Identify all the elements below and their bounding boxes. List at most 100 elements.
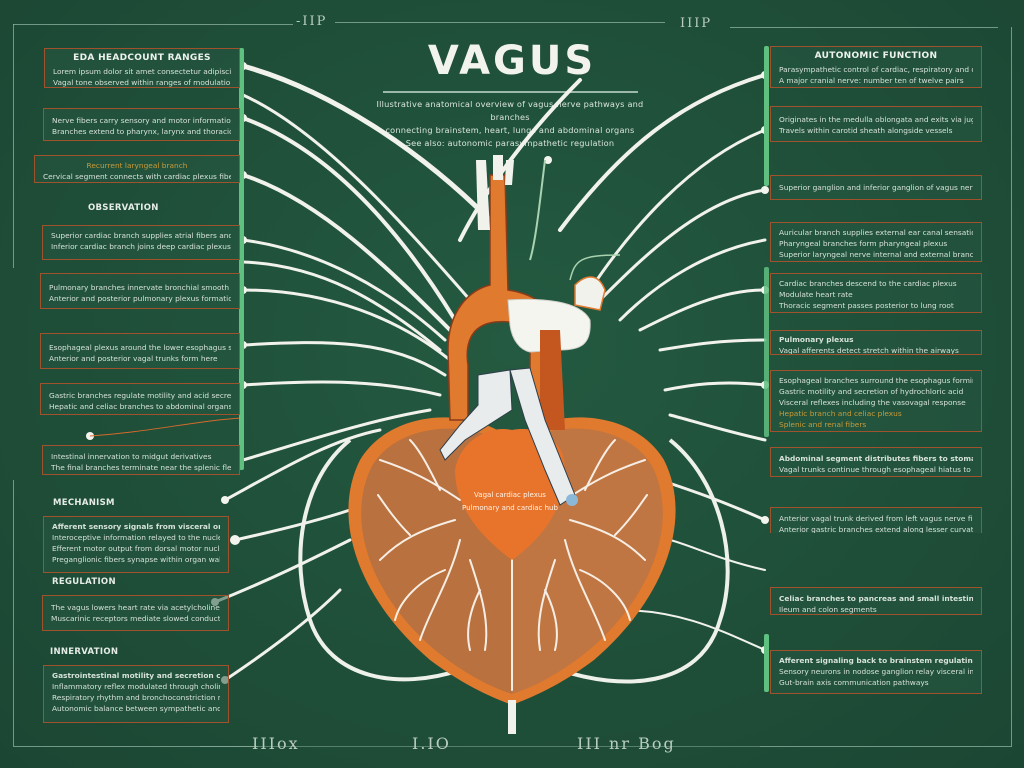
card-line: Muscarinic receptors mediate slowed cond… <box>51 614 220 623</box>
card-line: Originates in the medulla oblongata and … <box>779 115 973 124</box>
card-line: Lorem ipsum dolor sit amet consectetur a… <box>53 67 231 76</box>
right-card-9: Anterior vagal trunk derived from left v… <box>770 507 982 533</box>
footer-mark-right: III nr Bog <box>577 734 676 753</box>
left-card-6: Esophageal plexus around the lower esoph… <box>40 333 240 369</box>
right-connector-rail-2 <box>764 267 769 437</box>
footer-rule <box>200 746 760 747</box>
heart-core <box>455 429 565 560</box>
card-line: Vagal trunks continue through esophageal… <box>779 465 973 474</box>
card-line: Afferent signaling back to brainstem reg… <box>779 656 973 665</box>
bronchial-tree <box>377 439 648 691</box>
card-line: Pulmonary branches innervate bronchial s… <box>49 283 231 292</box>
card-line: Auricular branch supplies external ear c… <box>779 228 973 237</box>
right-card-7: Esophageal branches surround the esophag… <box>770 370 982 432</box>
nerve-fibers-left <box>213 63 493 682</box>
card-line: Visceral reflexes including the vasovaga… <box>779 398 966 407</box>
card-line: Anterior and posterior pulmonary plexus … <box>49 294 231 303</box>
organ-center-label: Vagal cardiac plexus Pulmonary and cardi… <box>460 489 560 515</box>
frame-right <box>1011 27 1012 747</box>
right-card-1: AUTONOMIC FUNCTION Parasympathetic contr… <box>770 46 982 88</box>
card-line: Vagal afferents detect stretch within th… <box>779 346 959 355</box>
right-connector-rail <box>764 46 769 186</box>
subtitle-line: Illustrative anatomical overview of vagu… <box>376 99 644 122</box>
card-line: Inflammatory reflex modulated through ch… <box>52 682 220 691</box>
card-line: Pulmonary plexus <box>779 335 854 344</box>
frame-top-left <box>13 24 293 25</box>
right-card-5: Cardiac branches descend to the cardiac … <box>770 273 982 313</box>
left-lower-card-1: Afferent sensory signals from visceral o… <box>43 516 229 573</box>
frame-top-mid <box>335 22 665 23</box>
card-line: Gut-brain axis communication pathways <box>779 678 929 687</box>
card-line: Anterior gastric branches extend along l… <box>779 525 973 533</box>
card-line: Interoceptive information relayed to the… <box>52 533 220 542</box>
card-line: Sensory neurons in nodose ganglion relay… <box>779 667 973 676</box>
card-line: Ileum and colon segments <box>779 605 877 614</box>
card-heading: AUTONOMIC FUNCTION <box>814 51 938 61</box>
frame-bottom-left <box>13 746 258 747</box>
left-card-2: Nerve fibers carry sensory and motor inf… <box>43 108 240 141</box>
card-line: Anterior vagal trunk derived from left v… <box>779 514 973 523</box>
card-line: Celiac branches to pancreas and small in… <box>779 594 973 603</box>
card-line: Thoracic segment passes posterior to lun… <box>779 301 954 310</box>
left-card-3: Recurrent laryngeal branch Cervical segm… <box>34 155 240 183</box>
card-line: Efferent motor output from dorsal motor … <box>52 544 220 553</box>
card-line: Superior cardiac branch supplies atrial … <box>51 231 231 240</box>
card-line: Hepatic and celiac branches to abdominal… <box>49 402 231 411</box>
leader-line <box>89 417 244 437</box>
frame-left <box>13 24 14 268</box>
card-line: Recurrent laryngeal branch <box>86 161 188 170</box>
card-line: The final branches terminate near the sp… <box>51 463 231 472</box>
card-line: Afferent sensory signals from visceral o… <box>52 522 220 531</box>
aorta <box>447 155 606 430</box>
card-line: Gastrointestinal motility and secretion … <box>52 671 220 680</box>
subtitle-line: See also: autonomic parasympathetic regu… <box>405 138 615 148</box>
organ-label-line: Pulmonary and cardiac hub <box>462 504 558 512</box>
card-line: Nerve fibers carry sensory and motor inf… <box>52 116 231 125</box>
right-card-11: Afferent signaling back to brainstem reg… <box>770 650 982 694</box>
right-card-2: Originates in the medulla oblongata and … <box>770 106 982 142</box>
card-line: Superior laryngeal nerve internal and ex… <box>779 250 973 259</box>
card-line: Gastric branches regulate motility and a… <box>49 391 231 400</box>
left-lower-card-3: Gastrointestinal motility and secretion … <box>43 665 229 723</box>
card-line: Respiratory rhythm and bronchoconstricti… <box>52 693 220 702</box>
card-line: A major cranial nerve: number ten of twe… <box>779 76 964 85</box>
footer-mark-center: I.IO <box>412 734 451 753</box>
subtitle: Illustrative anatomical overview of vagu… <box>360 98 660 150</box>
right-card-10: Celiac branches to pancreas and small in… <box>770 587 982 615</box>
right-card-8: Abdominal segment distributes fibers to … <box>770 447 982 477</box>
card-line: Preganglionic fibers synapse within orga… <box>52 555 220 564</box>
card-line: Parasympathetic control of cardiac, resp… <box>779 65 973 74</box>
organ-label-line: Vagal cardiac plexus <box>474 491 546 499</box>
section-label-observation: OBSERVATION <box>88 203 159 213</box>
card-line: The vagus lowers heart rate via acetylch… <box>51 603 220 612</box>
card-line: Anterior and posterior vagal trunks form… <box>49 354 218 363</box>
nerve-fibers-right <box>458 73 767 651</box>
trachea <box>439 367 578 506</box>
card-line: Branches extend to pharynx, larynx and t… <box>52 127 231 136</box>
card-line: Travels within carotid sheath alongside … <box>779 126 953 135</box>
right-card-6: Pulmonary plexus Vagal afferents detect … <box>770 330 982 355</box>
card-line: Abdominal segment distributes fibers to … <box>779 454 973 463</box>
card-line: Superior ganglion and inferior ganglion … <box>779 183 973 192</box>
nerve-stem <box>508 700 516 734</box>
left-connector-rail <box>239 48 244 470</box>
footer-mark-left: IIIox <box>252 734 300 753</box>
section-label-mechanism: MECHANISM <box>53 498 115 508</box>
top-mark-left: -IIP <box>296 14 328 29</box>
left-card-5: Pulmonary branches innervate bronchial s… <box>40 273 240 309</box>
page-title: VAGUS <box>427 38 597 84</box>
card-line: Intestinal innervation to midgut derivat… <box>51 452 212 461</box>
card-line: Cardiac branches descend to the cardiac … <box>779 279 957 288</box>
left-card-8: Intestinal innervation to midgut derivat… <box>42 445 240 475</box>
frame-bottom-right <box>760 746 1011 747</box>
top-mark-right: IIIP <box>680 16 713 31</box>
left-card-4: Superior cardiac branch supplies atrial … <box>42 225 240 260</box>
left-card-7: Gastric branches regulate motility and a… <box>40 383 240 415</box>
card-heading: EDA HEADCOUNT RANGES <box>73 53 211 63</box>
card-line: Modulate heart rate <box>779 290 853 299</box>
card-line: Hepatic branch and celiac plexus <box>779 409 902 418</box>
card-line: Autonomic balance between sympathetic an… <box>52 704 220 713</box>
card-line: Esophageal branches surround the esophag… <box>779 376 973 385</box>
